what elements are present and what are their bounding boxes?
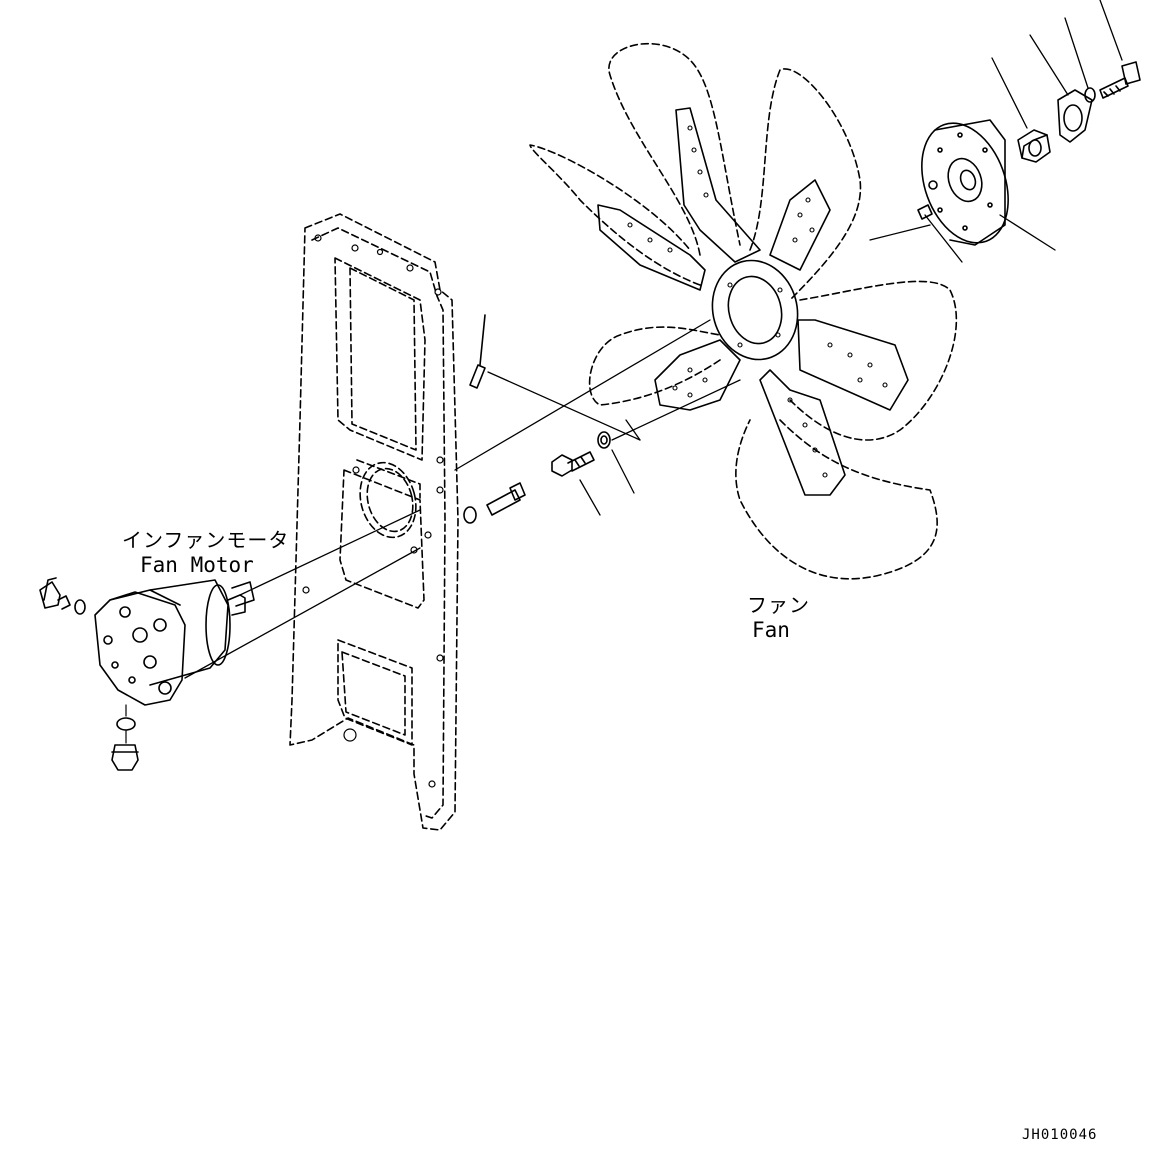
fan-hub: [711, 259, 799, 361]
fan-label-en: Fan: [752, 618, 790, 642]
fan-motor: [94, 579, 255, 706]
washer-small: [463, 506, 477, 524]
frame-panel: [289, 213, 459, 831]
frame-holes: [302, 234, 444, 788]
leader-lines-top: [869, 0, 1123, 263]
elbow-fitting: [39, 577, 86, 615]
key-pin: [917, 204, 933, 220]
hub-plate: [921, 119, 1009, 246]
nut: [1017, 129, 1051, 163]
fan-arm-holes: [627, 125, 888, 478]
assembly-lines: [184, 319, 741, 679]
bolt-top: [1099, 61, 1141, 99]
fan-motor-label-jp: インファンモータ: [122, 528, 290, 552]
bolt-middle: [551, 451, 595, 477]
plug-fitting: [111, 744, 139, 771]
o-ring: [116, 717, 136, 731]
washer-middle: [597, 431, 611, 449]
bolt-small: [486, 482, 526, 516]
fan-motor-label-en: Fan Motor: [140, 553, 254, 577]
fan-label-jp: ファン: [747, 593, 810, 617]
fan-spider-arms: [597, 107, 909, 496]
drawing-code: JH010046: [1022, 1127, 1098, 1143]
fan-blades-outline: [529, 42, 958, 580]
lock-plate: [1057, 89, 1093, 143]
washer-top: [1084, 87, 1096, 103]
pin-middle: [469, 314, 486, 389]
